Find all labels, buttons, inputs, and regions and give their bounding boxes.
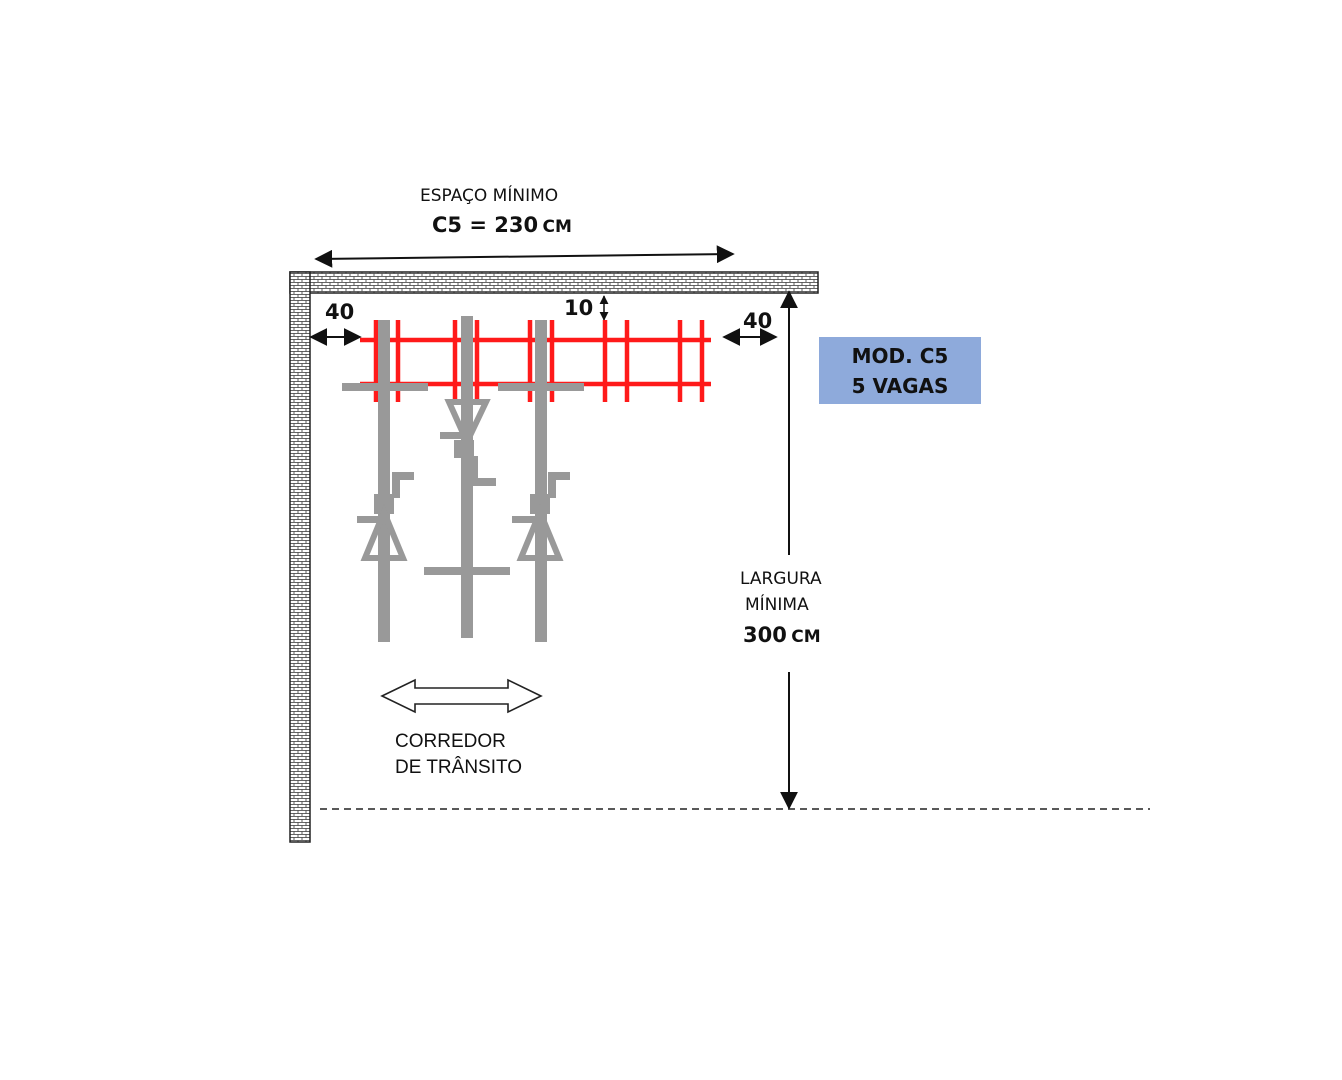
min-space-number: C5 = 230 [432, 213, 539, 237]
left-wall [289, 271, 311, 843]
min-space-arrow [314, 245, 735, 268]
min-space-title: ESPAÇO MÍNIMO [420, 186, 559, 206]
corridor-double-arrow [380, 678, 543, 714]
top-gap-label: 10 [564, 296, 594, 320]
min-space-value: C5 = 230 CM [432, 215, 572, 236]
corridor-line1: CORREDOR [395, 731, 506, 752]
min-width-value: 300 CM [743, 625, 821, 646]
bicycle-2 [424, 316, 510, 638]
min-width-number: 300 [743, 623, 787, 647]
model-box: MOD. C5 5 VAGAS [819, 337, 981, 404]
bicycles [342, 316, 584, 642]
wall [289, 271, 819, 843]
model-box-line1: MOD. C5 [851, 343, 949, 368]
bicycle-1 [342, 320, 428, 642]
min-width-unit: CM [791, 627, 821, 647]
dimension-arrows [309, 245, 1150, 810]
model-box-background [819, 337, 981, 404]
left-gap-label: 40 [325, 300, 355, 324]
bicycle-3 [498, 320, 584, 642]
min-width-line1: LARGURA [740, 569, 822, 589]
corridor-line2: DE TRÂNSITO [395, 757, 523, 778]
top-wall [289, 271, 819, 294]
min-space-unit: CM [542, 217, 572, 237]
right-gap-label: 40 [743, 309, 773, 333]
model-box-line2: 5 VAGAS [851, 373, 949, 398]
min-width-line2: MÍNIMA [745, 595, 809, 615]
